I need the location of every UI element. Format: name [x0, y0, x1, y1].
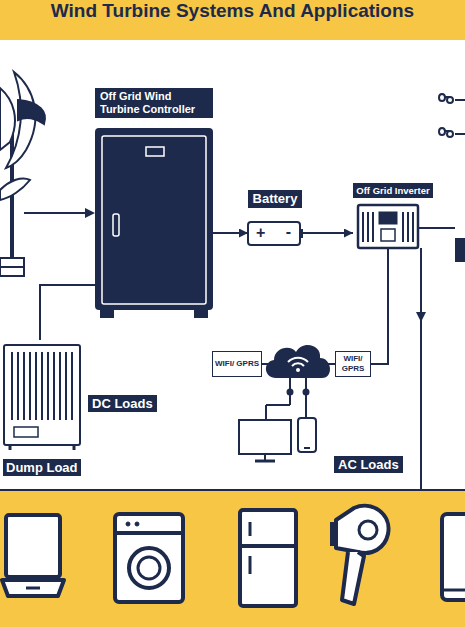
bypass-box [455, 238, 465, 262]
fridge-icon [240, 510, 296, 606]
node-heading: Off Grid Wind Turbine Controller [95, 88, 213, 118]
cloud-icon [266, 345, 330, 378]
terminal-sign: + [256, 223, 265, 243]
hairdryer-icon [332, 506, 389, 604]
phone-icon [298, 418, 316, 452]
connector [302, 232, 353, 234]
terminal-sign: - [286, 222, 291, 242]
node-heading: Off Grid Inverter [353, 183, 433, 198]
connector [371, 249, 388, 364]
device-links [266, 378, 309, 420]
washing-machine-icon [115, 514, 183, 602]
wifi-box: WIFI/ GPRS [212, 351, 262, 377]
ac-line [420, 248, 422, 490]
monitor-icon [239, 420, 291, 461]
battery-box: Battery + - [248, 190, 302, 246]
dump-load-box: Dump Load [3, 340, 83, 476]
band-border [0, 489, 465, 491]
smartphone-icon [442, 514, 465, 600]
node-heading: Battery [248, 190, 302, 208]
inverter-box: Off Grid Inverter [353, 183, 433, 249]
arrow-head [85, 208, 95, 218]
title-band [0, 0, 465, 40]
section-label: AC Loads [334, 456, 403, 473]
power-line [24, 212, 86, 214]
dump-load-radiator [4, 345, 80, 450]
wifi-label: WIFI/ GPRS [215, 359, 259, 369]
wind-turbine [0, 72, 45, 276]
laptop-icon [2, 515, 64, 596]
link-icon [439, 94, 465, 137]
wifi-box: WIFI/ GPRS [335, 351, 371, 377]
controller-box: Off Grid Wind Turbine Controller [95, 88, 213, 318]
connector [40, 285, 95, 340]
battery-body [248, 222, 303, 245]
arrow-head [416, 312, 426, 322]
connector [213, 232, 248, 234]
wifi-label: WIFI/ GPRS [338, 354, 368, 374]
ac-line [418, 227, 455, 229]
inverter-body [358, 205, 418, 248]
appliance-band [0, 490, 465, 627]
section-label: DC Loads [88, 395, 157, 412]
controller-cabinet [95, 128, 213, 318]
title: Wind Turbine Systems And Applications [0, 0, 465, 40]
node-heading: Dump Load [3, 459, 81, 476]
